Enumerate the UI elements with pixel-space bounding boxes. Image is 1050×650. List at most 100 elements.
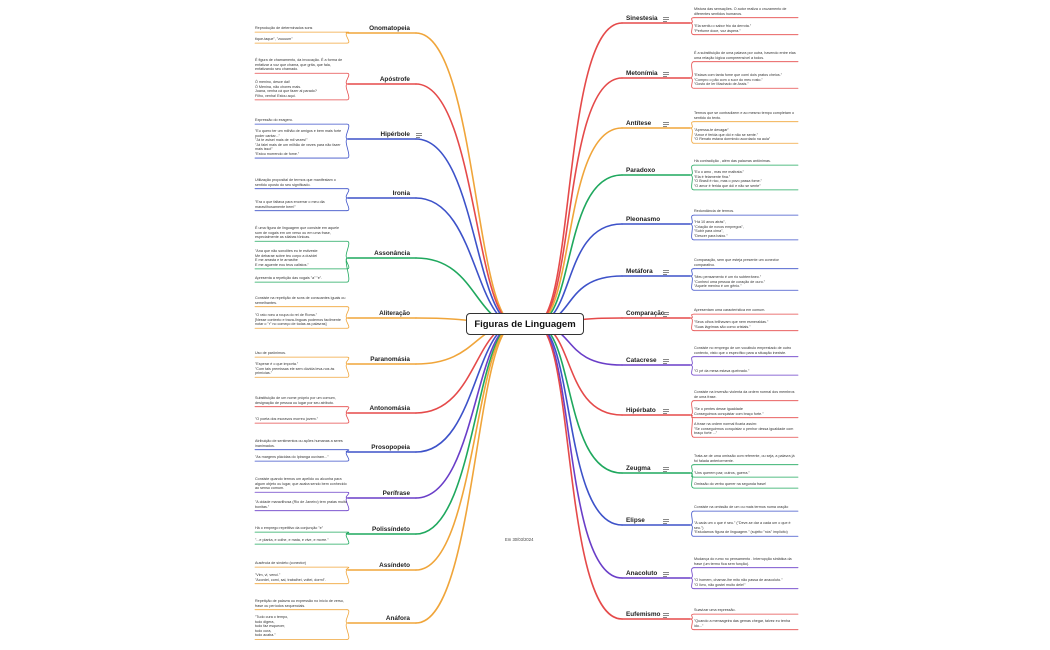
topic-right-3[interactable]: Paradoxo [626, 167, 656, 174]
leaf-connector [345, 188, 350, 199]
topic-left-7[interactable]: Antonomásia [369, 405, 410, 412]
leaf-connector [689, 356, 695, 366]
topic-left-5[interactable]: Aliteração [379, 310, 410, 317]
note-icon[interactable] [663, 572, 669, 577]
leaf-note: Apresentam uma característica em comum. [694, 308, 766, 312]
leaf-note: Atribuição de sentimentos ou ações human… [255, 439, 343, 448]
leaf-note: "O homem, chamar-lhe mito não passa de a… [694, 578, 783, 587]
leaf-connector [689, 524, 695, 537]
note-icon[interactable] [663, 409, 669, 414]
leaf-connector [345, 257, 350, 283]
note-icon[interactable] [663, 519, 669, 524]
leaf-note: Consiste quando termos um apelido ou alc… [255, 477, 347, 491]
leaf-note: A frase na ordem normal ficaria assim: "… [694, 422, 794, 436]
branch-right-11 [534, 323, 623, 579]
leaf-note: "Apressa-te devagar" "Amor é ferida que … [694, 128, 771, 142]
leaf-note: Consiste na repetição de sons de consoan… [255, 296, 346, 305]
leaf-note: Trata-se de uma omissão com referente, o… [694, 454, 795, 463]
leaf-note: Substituição de um nome próprio por um c… [255, 396, 336, 405]
leaf-note: Consiste na omissão de um ou mais termos… [694, 505, 789, 509]
topic-left-4[interactable]: Assonância [374, 250, 410, 257]
topic-right-5[interactable]: Metáfora [626, 268, 653, 275]
leaf-note: "Estava com tanta fome que comi dois pra… [694, 73, 783, 87]
topic-right-6[interactable]: Comparação [626, 310, 665, 317]
leaf-connector [345, 138, 350, 159]
branch-left-12 [415, 323, 516, 624]
leaf-connector [345, 363, 350, 378]
topic-right-2[interactable]: Antítese [626, 120, 652, 127]
branch-right-12 [534, 323, 623, 620]
leaf-connector [689, 472, 695, 489]
note-icon[interactable] [663, 359, 669, 364]
topic-right-12[interactable]: Eufemismo [626, 611, 661, 618]
branch-left-11 [415, 323, 516, 571]
topic-right-11[interactable]: Anacoluto [626, 570, 658, 577]
note-icon[interactable] [663, 613, 669, 618]
leaf-connector [345, 412, 350, 424]
topic-left-1[interactable]: Apóstrofe [379, 76, 410, 83]
leaf-connector [689, 127, 695, 144]
note-icon[interactable] [663, 17, 669, 22]
leaf-note: "Quando a mensageira das gemas chegar, t… [694, 619, 791, 628]
leaf-note: Uso de parônimos. [255, 351, 286, 355]
leaf-note: Termos que se contradizem e ao mesmo tem… [694, 111, 795, 120]
leaf-note: "O rato roeu a roupa do rei de Roma." [N… [255, 313, 341, 327]
topic-left-10[interactable]: Polissíndeto [372, 526, 410, 533]
topic-left-3[interactable]: Ironia [392, 190, 410, 197]
leaf-connector [689, 364, 695, 376]
leaf-connector [345, 622, 350, 640]
leaf-note: Ausência de síndeto (conector) [255, 561, 307, 565]
topic-left-9[interactable]: Perífrase [382, 490, 410, 497]
branch-right-0 [534, 22, 623, 325]
leaf-connector [345, 72, 350, 85]
branch-left-1 [415, 83, 516, 325]
note-icon[interactable] [663, 270, 669, 275]
note-icon[interactable] [663, 467, 669, 472]
leaf-note: "Ana que não sonolites eu te estiveste M… [255, 249, 318, 267]
topic-right-4[interactable]: Pleonasmo [626, 216, 661, 223]
leaf-note: Consiste no emprego de um vocábulo empre… [694, 346, 792, 355]
leaf-connector [689, 317, 695, 332]
topic-right-8[interactable]: Hipérbato [626, 407, 656, 414]
leaf-note: Mudança do rumo no pensamento . Interrup… [694, 557, 792, 566]
leaf-note: Apresenta a repetição das vogais "a" "e"… [255, 276, 323, 280]
leaf-connector [345, 197, 350, 212]
topic-right-10[interactable]: Elipse [626, 517, 645, 524]
leaf-connector [689, 275, 695, 291]
topic-right-0[interactable]: Sinestesia [626, 15, 658, 22]
leaf-note: Consiste na inversão violenta da ordem n… [694, 390, 795, 399]
topic-right-9[interactable]: Zeugma [626, 465, 651, 472]
note-icon[interactable] [663, 72, 669, 77]
leaf-note: "Era o que faltava para encerrar o meu d… [255, 200, 325, 209]
topic-left-11[interactable]: Assíndeto [379, 562, 410, 569]
leaf-note: "Há 10 anos atrás", "Criação de novos em… [694, 220, 744, 238]
branch-left-3 [415, 197, 516, 325]
leaf-note: "Meu pensamento é um rio subterrâneo." "… [694, 275, 766, 289]
leaf-connector [345, 240, 350, 259]
leaf-connector [689, 22, 695, 36]
topic-left-2[interactable]: Hipérbole [380, 131, 410, 138]
note-icon[interactable] [416, 133, 422, 138]
leaf-note: "Vim, vi, venci." "Acordei, comi, sai, t… [255, 573, 326, 582]
branch-right-3 [534, 174, 623, 325]
leaf-note: "Seus olhos brilhavam que nem esmeraldas… [694, 320, 769, 329]
leaf-connector [345, 317, 350, 329]
topic-left-12[interactable]: Anáfora [385, 615, 410, 622]
leaf-note: "Ela sentiu o sabor frio da derrota." "P… [694, 24, 752, 33]
central-topic[interactable]: Figuras de Linguagem [466, 313, 584, 335]
topic-right-7[interactable]: Catacrese [626, 357, 657, 364]
branch-left-10 [415, 323, 516, 535]
topic-left-6[interactable]: Paranomásia [370, 356, 410, 363]
leaf-connector [345, 451, 350, 462]
date-label: Em 30/03/2024 [505, 537, 534, 542]
leaf-note: Utilização proposital de termos que mani… [255, 178, 336, 187]
leaf-connector [689, 414, 695, 438]
topic-left-8[interactable]: Prosopopeia [371, 444, 410, 451]
topic-right-1[interactable]: Metonímia [626, 70, 658, 77]
leaf-note: Comparação, sem que esteja presente um c… [694, 258, 779, 267]
note-icon[interactable] [663, 312, 669, 317]
leaf-note: Expressão do exagero. [255, 118, 293, 122]
topic-left-0[interactable]: Onomatopeia [369, 25, 410, 32]
note-icon[interactable] [663, 122, 669, 127]
leaf-connector [345, 306, 350, 319]
